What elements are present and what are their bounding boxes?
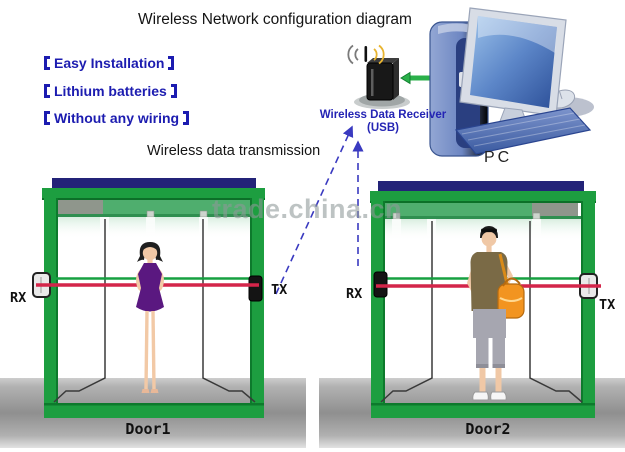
receiver-side [393, 58, 399, 100]
person-woman [136, 242, 164, 393]
door1-header-beam [42, 188, 265, 200]
receiver-label: Wireless Data Receiver [319, 109, 447, 121]
door2-header-panel-gray [532, 203, 578, 218]
door2-header-edge [370, 201, 596, 203]
door1-bottom-rail-edge [44, 403, 264, 406]
feature-without-wiring: Without any wiring [44, 110, 190, 126]
door1-glass-edge-right [202, 219, 256, 403]
bracket-right-icon [168, 56, 175, 70]
door1-header-band [103, 200, 258, 216]
door1-header-edge [42, 198, 265, 200]
bracket-left-icon [44, 84, 50, 98]
door2-top-rail [378, 181, 584, 191]
door2-right-post-edge [581, 201, 583, 418]
pc-graphic [429, 7, 594, 157]
wireless-link-arrow-door1 [275, 125, 354, 295]
door2-glow [392, 219, 401, 255]
door1-top-rail [52, 178, 256, 188]
bracket-left-icon [44, 111, 50, 125]
door2-left-post-edge [383, 201, 385, 418]
door1-right-post-edge [250, 198, 252, 418]
door2-header-beam [370, 191, 596, 203]
receiver-sub-label: (USB) [367, 122, 399, 134]
receiver-antenna-icon [364, 46, 368, 62]
feature-easy-installation: Easy Installation [44, 55, 175, 71]
door1-right-post [250, 198, 264, 418]
door2-header-band [376, 203, 532, 218]
door2-header-underedge [376, 216, 590, 219]
door2-rx-label: RX [346, 286, 363, 302]
transmission-label: Wireless data transmission [147, 143, 321, 159]
sunglasses-icon [481, 228, 497, 233]
receiver-slot [371, 69, 374, 96]
person-man [467, 226, 525, 401]
door2-bottom-rail-edge [371, 403, 595, 406]
door2-right-post [581, 201, 595, 418]
door-2 [370, 181, 601, 418]
door-1 [32, 178, 265, 418]
bracket-right-icon [183, 111, 190, 125]
feature-label: Without any wiring [54, 110, 180, 126]
receiver-front [366, 62, 394, 101]
door2-left-post [371, 201, 385, 418]
door1-tx-sensor [248, 275, 263, 302]
door1-tx-label: TX [271, 282, 288, 298]
door1-name-label: Door1 [125, 420, 171, 438]
watermark: trade.china.cn [212, 194, 403, 224]
feature-label: Easy Installation [54, 55, 165, 71]
feature-lithium-batteries: Lithium batteries [44, 83, 177, 99]
pc-keyboard [454, 107, 592, 155]
wifi-signal-icon [347, 44, 385, 65]
door1-bottom-rail [44, 403, 264, 418]
door2-glass-edge-left [380, 221, 433, 403]
bracket-right-icon [170, 84, 177, 98]
bracket-left-icon [44, 56, 50, 70]
door2-glass-edge-right [529, 221, 583, 403]
feature-label: Lithium batteries [54, 83, 167, 99]
door1-rx-label: RX [10, 290, 27, 306]
door1-glow [146, 217, 155, 253]
door1-glass-edge-left [53, 219, 106, 403]
door1-ceiling-sensor-icon [199, 210, 208, 218]
door1-ceiling-sensor-icon [146, 210, 155, 218]
wireless-receiver [347, 44, 410, 109]
pc-label: PC [484, 149, 513, 166]
door2-tx-label: TX [599, 297, 616, 313]
door1-left-post [44, 198, 58, 418]
door1-left-post-edge [56, 198, 58, 418]
door2-ceiling-sensor-icon [532, 212, 541, 220]
diagram-title: Wireless Network configuration diagram [138, 11, 412, 28]
door1-header-panel-gray [47, 200, 103, 216]
door2-glow [532, 219, 541, 255]
door2-name-label: Door2 [465, 420, 511, 438]
door2-bottom-rail [371, 403, 595, 418]
